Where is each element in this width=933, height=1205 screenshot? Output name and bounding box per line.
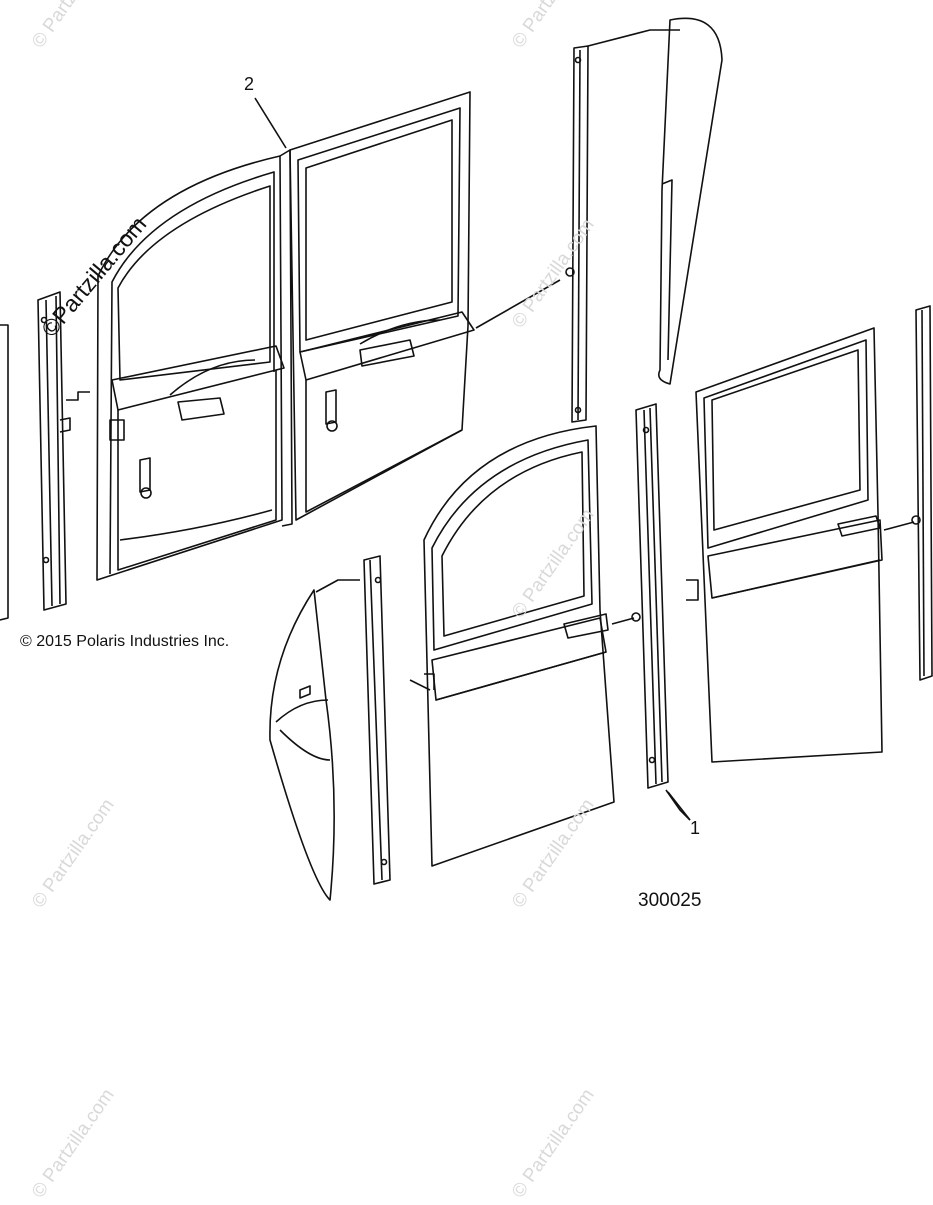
- door-lower-center: [423, 425, 641, 867]
- upper-wing-panel: [657, 17, 723, 385]
- callout-part-2: 2: [244, 74, 255, 94]
- right-edge-strip: [915, 305, 933, 681]
- door-right-middle: [686, 327, 921, 763]
- lower-wing-panel: [269, 589, 335, 901]
- lower-seal-strip: [315, 555, 431, 885]
- left-seal-strip: [37, 291, 90, 611]
- callout-part-1: 1: [690, 818, 701, 838]
- diagram-number: 300025: [638, 890, 702, 911]
- door-assembly-left: [96, 149, 293, 581]
- left-partial-frame: [0, 324, 9, 621]
- door-assembly-right: [289, 91, 575, 521]
- middle-seal-strip: [635, 403, 691, 821]
- copyright-notice: © 2015 Polaris Industries Inc.: [20, 633, 230, 650]
- upper-seal-strip: [571, 29, 680, 423]
